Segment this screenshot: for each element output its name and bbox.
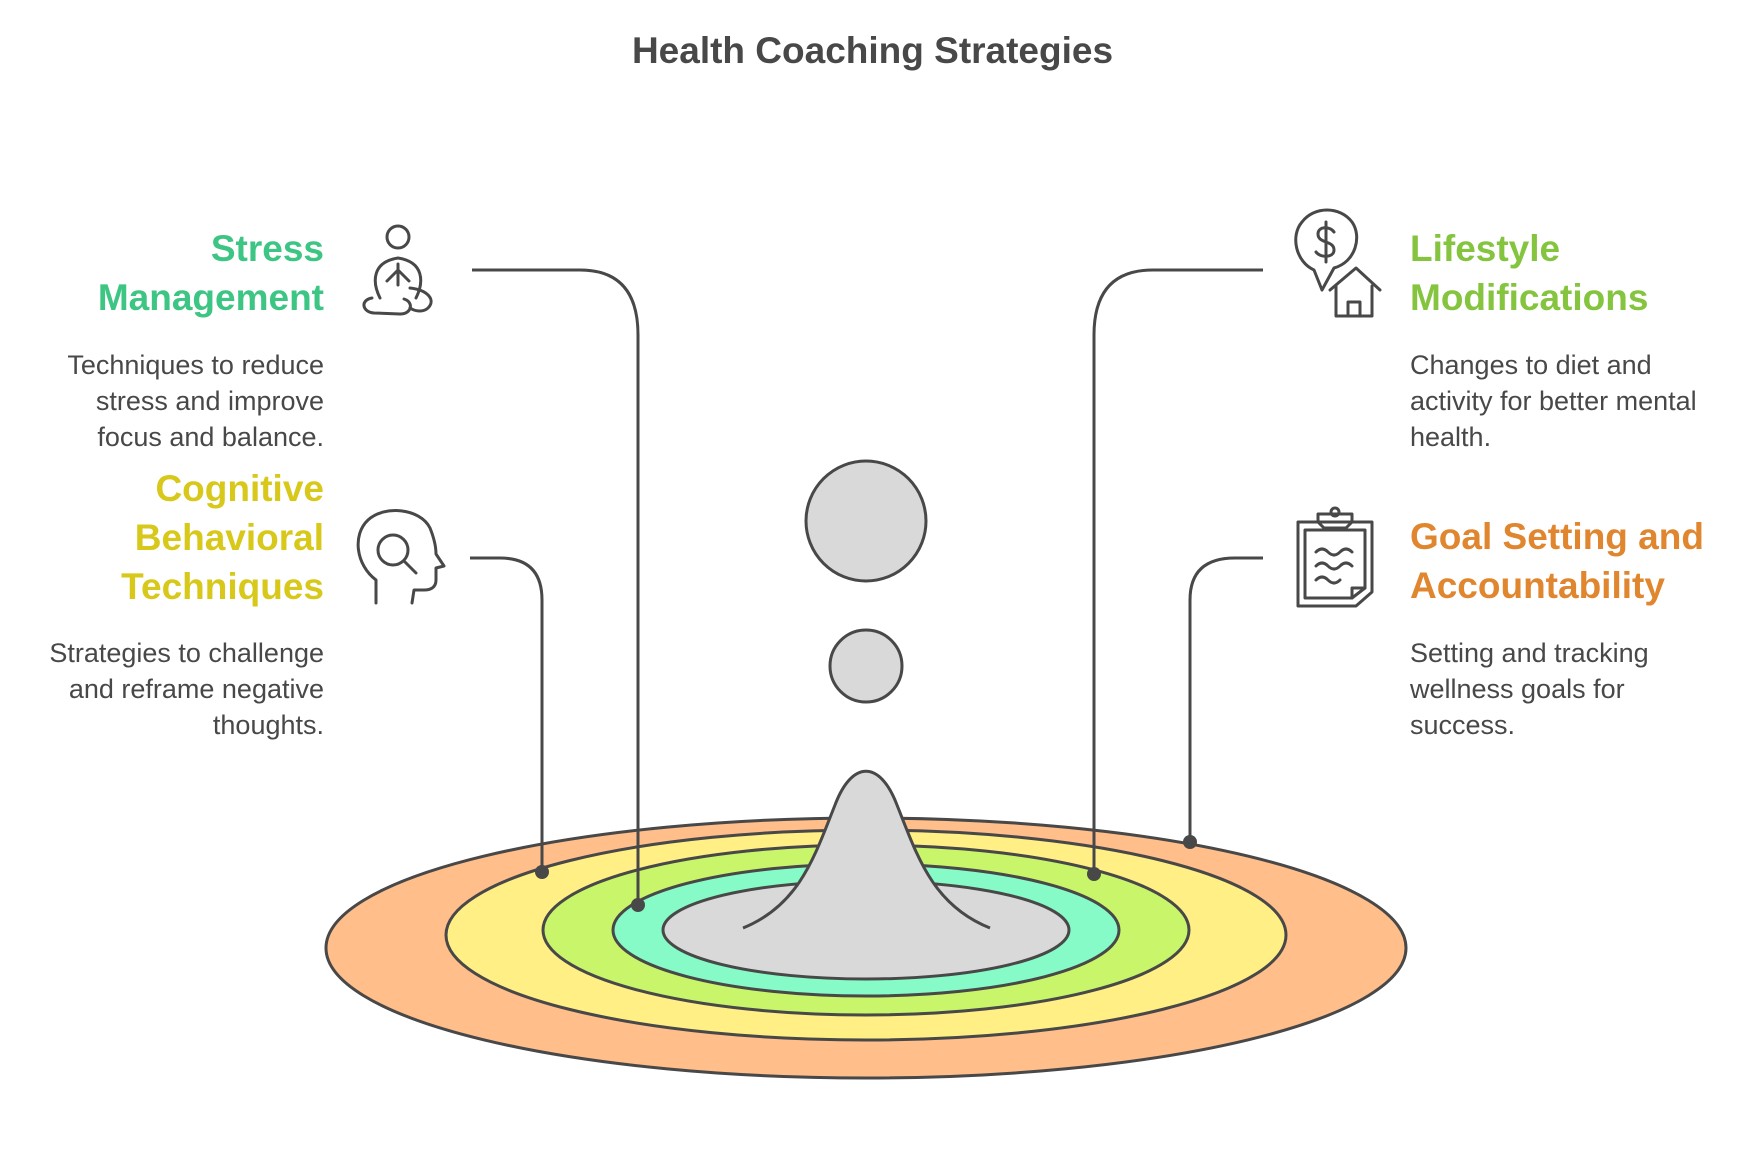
connector-dot-lifestyle (1087, 867, 1101, 881)
heading-line: Goal Setting and (1410, 516, 1704, 557)
lifestyle-modifications-heading: Lifestyle Modifications (1410, 224, 1648, 322)
money-house-icon (1294, 208, 1382, 318)
cognitive-behavioral-heading: Cognitive Behavioral Techniques (121, 464, 324, 611)
splash-peak-outline (742, 769, 991, 930)
heading-line: Stress (210, 228, 324, 269)
diagram-title: Health Coaching Strategies (631, 30, 1114, 71)
cognitive-behavioral-description: Strategies to challenge and reframe nega… (49, 635, 324, 743)
description-line: health. (1410, 422, 1492, 452)
description-line: and reframe negative (68, 674, 324, 704)
connector-cognitive (470, 556, 544, 872)
heading-line: Techniques (121, 566, 324, 607)
description-line: Strategies to challenge (49, 638, 324, 668)
heading-line: Lifestyle (1410, 228, 1561, 269)
head-search-icon (356, 509, 446, 605)
goal-setting-description: Setting and tracking wellness goals for … (1410, 635, 1649, 743)
connector-dot-cognitive (535, 865, 549, 879)
heading-line: Accountability (1410, 565, 1665, 606)
splash-peak (743, 771, 990, 928)
connector-goal (1188, 556, 1263, 842)
heading-line: Cognitive (155, 468, 324, 509)
lifestyle-modifications-description: Changes to diet and activity for better … (1410, 347, 1697, 455)
description-line: focus and balance. (97, 422, 324, 452)
drop-large (804, 459, 928, 583)
clipboard-icon (1296, 506, 1374, 608)
heading-line: Management (97, 277, 324, 318)
stress-management-heading: Stress Management (98, 224, 324, 322)
drop-small (828, 628, 904, 704)
stress-management-description: Techniques to reduce stress and improve … (67, 347, 324, 455)
description-line: wellness goals for (1410, 674, 1625, 704)
description-line: Changes to diet and (1410, 350, 1652, 380)
description-line: stress and improve (95, 386, 324, 416)
description-line: thoughts. (212, 710, 324, 740)
connector-stress (472, 268, 640, 905)
description-line: success. (1410, 710, 1516, 740)
connector-lifestyle (1092, 268, 1263, 874)
heading-line: Behavioral (134, 517, 324, 558)
connector-dot-goal (1183, 835, 1197, 849)
connector-dot-stress (631, 898, 645, 912)
description-line: Techniques to reduce (67, 350, 324, 380)
meditation-icon (362, 224, 433, 316)
heading-line: Modifications (1410, 277, 1649, 318)
goal-setting-heading: Goal Setting and Accountability (1410, 512, 1704, 610)
description-line: activity for better mental (1410, 386, 1697, 416)
description-line: Setting and tracking (1410, 638, 1649, 668)
